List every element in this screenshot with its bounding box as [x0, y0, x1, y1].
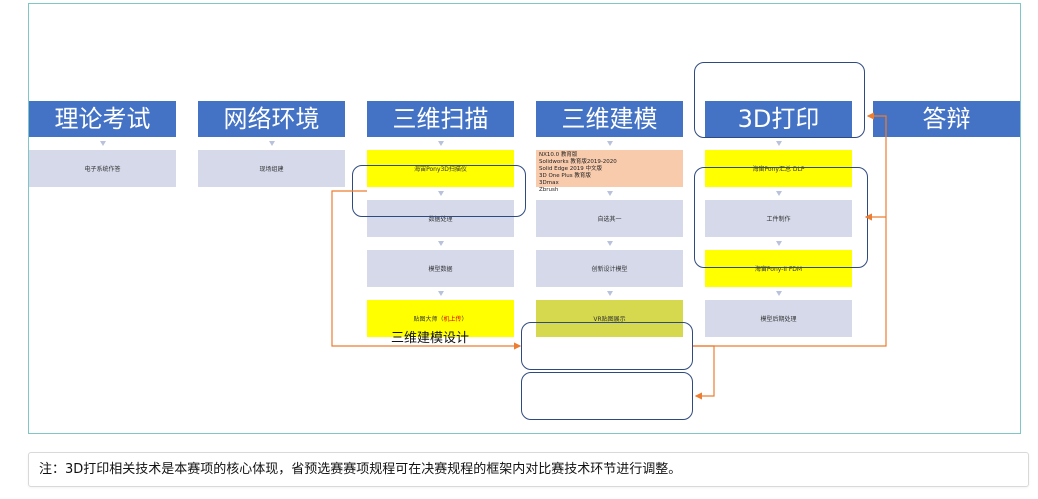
flow-arrow — [438, 191, 444, 196]
network-item-onsite: 现场组建 — [198, 150, 345, 187]
modeling-item-choose-one: 自选其一 — [536, 200, 683, 237]
software-item: 3D One Plus 教育版 — [539, 173, 591, 179]
flow-arrow — [607, 241, 613, 246]
flow-arrow — [438, 291, 444, 296]
texture-label: 贴图大师（ — [413, 316, 444, 323]
flow-arrow — [269, 141, 275, 146]
software-item: Solidworks 教育版2019-2020 — [539, 159, 617, 165]
outline-blank-1 — [521, 322, 693, 370]
header-network-env: 网络环境 — [198, 101, 345, 137]
scan-item-processing: 数据处理 — [367, 200, 514, 237]
print-item-postprocess: 模型后期处理 — [705, 300, 852, 337]
connector-scan-to-modeling — [331, 190, 522, 350]
header-3d-printing: 3D打印 — [705, 101, 852, 137]
connector-to-defense — [693, 112, 887, 347]
connector-to-blank-2 — [693, 345, 715, 400]
modeling-item-vr: VR贴图展示 — [536, 300, 683, 337]
scan-item-scanner: 海宙Pony3D扫描仪 — [367, 150, 514, 187]
flow-arrow — [776, 141, 782, 146]
scan-item-model-data: 模型数据 — [367, 250, 514, 287]
software-item: Zbrush — [539, 187, 559, 193]
print-item-fabrication: 工件制作 — [705, 200, 852, 237]
overlay-label-3d-modeling-design: 三维建模设计 — [391, 331, 470, 346]
outline-3d-print-header — [694, 62, 865, 138]
software-item: 3Dmax — [539, 180, 559, 186]
flow-arrow — [607, 141, 613, 146]
print-item-dlp: 海宙Pony汇总 DLP — [705, 150, 852, 187]
header-theory-exam: 理论考试 — [29, 101, 176, 137]
flow-arrow — [607, 291, 613, 296]
modeling-software-list: NX10.0 教育版 Solidworks 教育版2019-2020 Solid… — [536, 150, 683, 193]
header-3d-scan: 三维扫描 — [367, 101, 514, 137]
software-item: NX10.0 教育版 — [539, 152, 578, 158]
texture-label-end: ） — [461, 316, 468, 323]
flow-arrow — [607, 191, 613, 196]
software-item: Solid Edge 2019 中文版 — [539, 166, 602, 172]
texture-label-red: 机上传 — [443, 316, 462, 323]
theory-item-electronic: 电子系统作答 — [29, 150, 176, 187]
flow-arrow — [100, 141, 106, 146]
modeling-item-creative: 创新设计模型 — [536, 250, 683, 287]
note-box: 注：3D打印相关技术是本赛项的核心体现，省预选赛赛项规程可在决赛规程的框架内对比… — [28, 452, 1029, 487]
header-3d-modeling: 三维建模 — [536, 101, 683, 137]
outline-blank-2 — [521, 372, 693, 420]
scan-item-texture: 贴图大师（机上传） — [367, 300, 514, 337]
flow-arrow — [776, 241, 782, 246]
header-defense: 答辩 — [873, 101, 1020, 137]
flow-arrow — [438, 241, 444, 246]
flow-arrow — [776, 291, 782, 296]
print-item-fdm: 海宙Pony-II FDM — [705, 250, 852, 287]
flow-arrow — [438, 141, 444, 146]
flow-arrow — [776, 191, 782, 196]
